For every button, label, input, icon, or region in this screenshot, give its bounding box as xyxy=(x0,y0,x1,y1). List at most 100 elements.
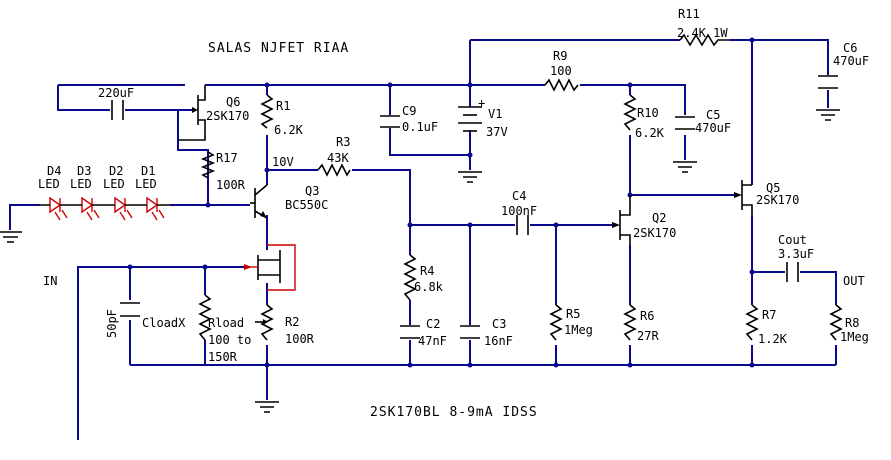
r17-ref: R17 xyxy=(216,151,238,165)
input-label: IN xyxy=(43,274,57,288)
r6-symbol xyxy=(623,304,637,341)
cout-symbol xyxy=(786,262,799,282)
led-d1-label: LED xyxy=(135,177,157,191)
r4-symbol xyxy=(403,254,417,301)
r1-ref: R1 xyxy=(276,99,290,113)
c-50pf-value: 50pF xyxy=(105,309,119,338)
r3-value: 43K xyxy=(327,151,349,165)
c5-ref: C5 xyxy=(706,108,720,122)
cout-ref: Cout xyxy=(778,233,807,247)
q6-ref: Q6 xyxy=(226,95,240,109)
v1-battery-symbol: + xyxy=(458,96,485,132)
ground-symbols xyxy=(0,109,840,413)
r17-value: 100R xyxy=(216,178,246,192)
c3-value: 16nF xyxy=(484,334,513,348)
r7-value: 1.2K xyxy=(758,332,788,346)
led-d3-symbol xyxy=(81,196,100,221)
c2-symbol xyxy=(400,325,420,339)
node-voltage-label: 10V xyxy=(272,155,294,169)
input-jfet-symbol xyxy=(244,244,296,291)
c4-value: 100nF xyxy=(501,204,537,218)
q3-value: BC550C xyxy=(285,198,328,212)
q6-jfet-symbol xyxy=(178,85,206,141)
v1-ref: V1 xyxy=(488,107,502,121)
rload-symbol xyxy=(198,294,212,341)
r5-ref: R5 xyxy=(566,307,580,321)
r4-ref: R4 xyxy=(420,264,434,278)
r3-symbol xyxy=(317,163,351,177)
c2-value: 47nF xyxy=(418,334,447,348)
c9-symbol xyxy=(380,115,400,128)
schematic-title: SALAS NJFET RIAA xyxy=(208,41,349,56)
r10-symbol xyxy=(623,94,637,131)
r5-symbol xyxy=(549,304,563,341)
c4-ref: C4 xyxy=(512,189,526,203)
led-d3-ref: D3 xyxy=(77,164,91,178)
r9-symbol xyxy=(544,78,579,92)
cloadx-label: CloadX xyxy=(142,316,186,330)
r1-value: 6.2K xyxy=(274,123,304,137)
cout-value: 3.3uF xyxy=(778,247,814,261)
r17-symbol xyxy=(200,151,216,179)
r11-ref: R11 xyxy=(678,7,700,21)
led-d1-ref: D1 xyxy=(141,164,155,178)
r5-value: 1Meg xyxy=(564,323,593,337)
led-d4-label: LED xyxy=(38,177,60,191)
c5-value: 470uF xyxy=(695,121,731,135)
c9-ref: C9 xyxy=(402,104,416,118)
v1-value: 37V xyxy=(486,125,508,139)
wires xyxy=(9,39,837,440)
r10-value: 6.2K xyxy=(635,126,665,140)
q3-bjt-symbol xyxy=(250,184,268,219)
q2-jfet-symbol xyxy=(612,195,631,245)
r8-symbol xyxy=(829,304,843,341)
r2-ref: R2 xyxy=(285,315,299,329)
rload-ref: Rload xyxy=(208,316,244,330)
r1-symbol xyxy=(260,94,274,129)
r6-ref: R6 xyxy=(640,309,654,323)
c3-ref: C3 xyxy=(492,317,506,331)
led-d4-ref: D4 xyxy=(47,164,61,178)
q3-ref: Q3 xyxy=(305,184,319,198)
q5-jfet-symbol xyxy=(734,180,753,215)
c3-symbol xyxy=(460,325,480,339)
r2-pot-symbol xyxy=(255,304,274,341)
r9-value: 100 xyxy=(550,64,572,78)
c2-ref: C2 xyxy=(426,317,440,331)
r10-ref: R10 xyxy=(637,106,659,120)
r11-symbol xyxy=(679,33,730,47)
r3-ref: R3 xyxy=(336,135,350,149)
cap-220uf-symbol xyxy=(111,100,124,120)
rload-value-line1: 100 to xyxy=(208,333,251,347)
r11-value: 2.4K 1W xyxy=(677,26,728,40)
footer-note: 2SK170BL 8-9mA IDSS xyxy=(370,405,538,420)
r8-value: 1Meg xyxy=(840,330,869,344)
q2-ref: Q2 xyxy=(652,211,666,225)
led-d2-symbol xyxy=(114,196,133,221)
led-d4-symbol xyxy=(49,196,68,221)
c4-symbol xyxy=(516,215,529,235)
led-d1-symbol xyxy=(146,196,165,221)
svg-text:+: + xyxy=(478,96,485,110)
output-label: OUT xyxy=(843,274,865,288)
c-in-value: 220uF xyxy=(98,86,134,100)
r7-symbol xyxy=(745,304,759,341)
c6-value: 470uF xyxy=(833,54,869,68)
r9-ref: R9 xyxy=(553,49,567,63)
q5-ref: Q5 xyxy=(766,181,780,195)
r4-value: 6.8k xyxy=(414,280,444,294)
led-d2-ref: D2 xyxy=(109,164,123,178)
r7-ref: R7 xyxy=(762,308,776,322)
q5-value: 2SK170 xyxy=(756,193,799,207)
r8-ref: R8 xyxy=(845,316,859,330)
c9-value: 0.1uF xyxy=(402,120,438,134)
cap-50pf-symbol xyxy=(120,302,140,317)
q6-value: 2SK170 xyxy=(206,109,249,123)
r6-value: 27R xyxy=(637,329,659,343)
c5-symbol xyxy=(675,116,695,130)
c6-symbol xyxy=(818,75,838,89)
led-d3-label: LED xyxy=(70,177,92,191)
led-string xyxy=(40,196,170,221)
r2-value: 100R xyxy=(285,332,315,346)
